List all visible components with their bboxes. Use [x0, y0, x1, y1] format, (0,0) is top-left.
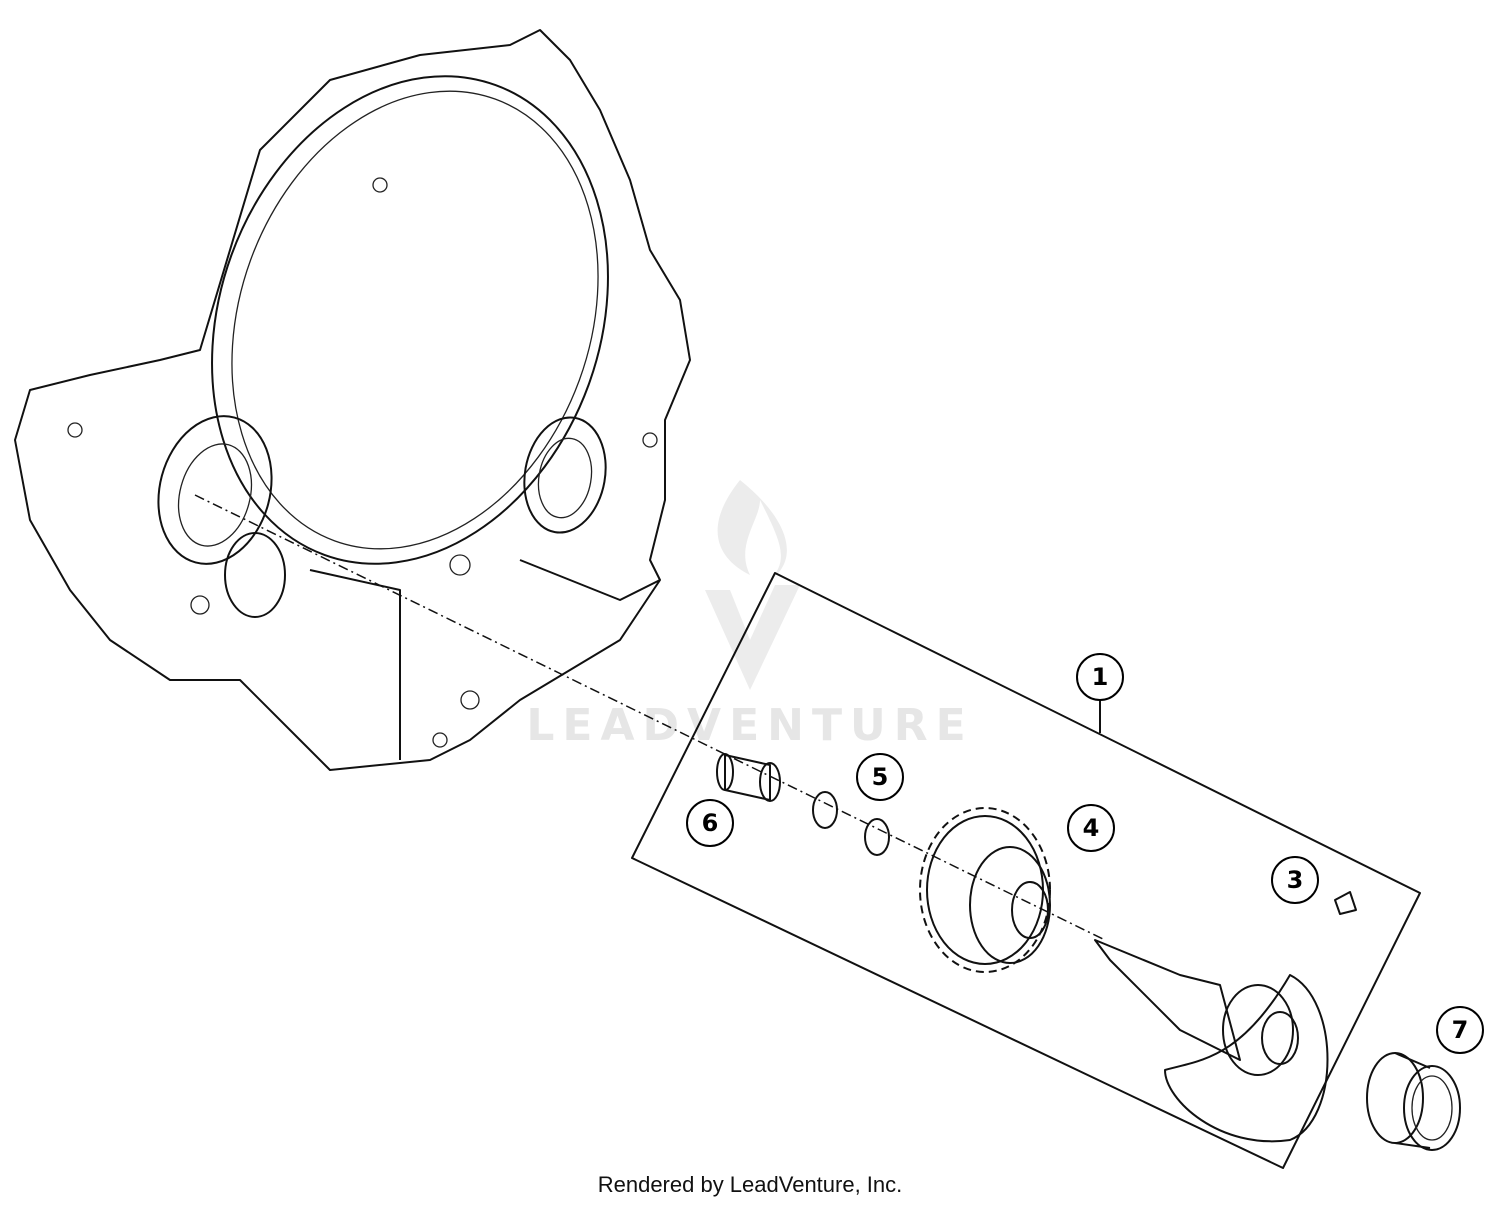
bearing-part [1366, 1052, 1461, 1151]
callout-4[interactable]: 4 [1067, 804, 1115, 852]
callout-6[interactable]: 6 [686, 799, 734, 847]
callout-5[interactable]: 5 [856, 753, 904, 801]
washer-part [812, 791, 838, 829]
callout-label: 7 [1452, 1016, 1469, 1044]
gear-part [919, 807, 1051, 973]
callout-label: 6 [702, 809, 719, 837]
washer-part [864, 818, 890, 856]
callout-1[interactable]: 1 [1076, 653, 1124, 701]
callout-label: 5 [872, 763, 889, 791]
footer-credit: Rendered by LeadVenture, Inc. [597, 1172, 903, 1197]
callout-3[interactable]: 3 [1271, 856, 1319, 904]
assembly-axis-line [194, 494, 1106, 941]
callout-label: 1 [1092, 663, 1109, 691]
leadventure-watermark-logo: LEADVENTURE [526, 480, 973, 751]
callout-label: 3 [1287, 866, 1304, 894]
kickstarter-shaft-part [1094, 939, 1329, 1143]
clutch-cover [14, 29, 691, 771]
watermark-text: LEADVENTURE [526, 700, 973, 751]
key-part [1334, 891, 1357, 915]
bushing-part [716, 753, 781, 802]
callout-label: 4 [1083, 814, 1100, 842]
callout-7[interactable]: 7 [1436, 1006, 1484, 1054]
assembly-box [631, 572, 1421, 1169]
